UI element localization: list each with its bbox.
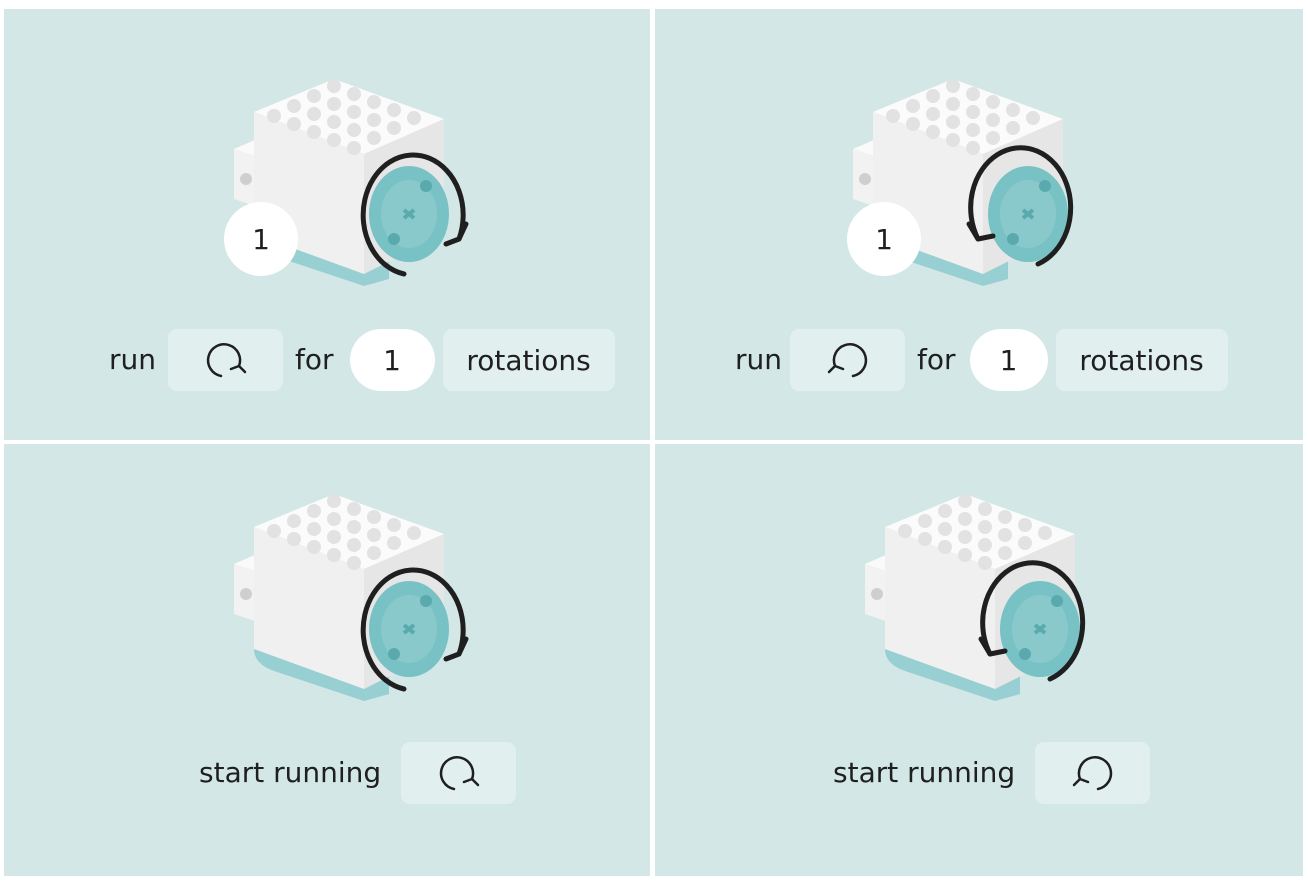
unit-selector[interactable]: rotations	[1055, 329, 1228, 391]
rotations-value: 1	[999, 343, 1018, 377]
rotations-value: 1	[383, 343, 401, 377]
direction-selector[interactable]	[168, 329, 284, 391]
for-label: for	[295, 343, 334, 376]
run-label: run	[735, 343, 783, 376]
counterclockwise-arrow-icon	[827, 343, 867, 378]
run-label: run	[109, 343, 157, 376]
block-run-for-rotations[interactable]: run for 1 rotations	[109, 329, 615, 391]
port-badge-label: 1	[252, 222, 270, 256]
panel-start-counterclockwise: start running	[655, 444, 1303, 876]
clockwise-arrow-icon	[360, 152, 466, 277]
block-run-for-rotations[interactable]: run for 1 rotations	[735, 329, 1228, 391]
port-badge: 1	[847, 202, 921, 276]
port-badge-label: 1	[875, 222, 893, 256]
rotations-input[interactable]: 1	[969, 329, 1048, 391]
counterclockwise-arrow-icon	[980, 560, 1086, 682]
direction-selector[interactable]	[401, 742, 517, 804]
counterclockwise-arrow-icon	[968, 145, 1074, 267]
port-badge: 1	[224, 202, 298, 276]
unit-label: rotations	[466, 343, 591, 377]
panel-run-counterclockwise: 1 run for 1 rotations	[655, 9, 1303, 440]
unit-label: rotations	[1079, 343, 1204, 377]
for-label: for	[917, 343, 956, 376]
unit-selector[interactable]: rotations	[442, 329, 615, 391]
motor-illustration	[863, 492, 1086, 703]
motor-illustration	[232, 492, 469, 703]
motor-illustration	[232, 77, 469, 288]
counterclockwise-arrow-icon	[1072, 756, 1112, 791]
start-running-label: start running	[199, 756, 382, 789]
direction-selector[interactable]	[790, 329, 906, 391]
start-running-label: start running	[833, 756, 1016, 789]
clockwise-arrow-icon	[439, 756, 479, 791]
clockwise-arrow-icon	[360, 567, 466, 692]
panel-start-clockwise: start running	[4, 444, 650, 876]
rotations-input[interactable]: 1	[349, 329, 435, 391]
panel-run-clockwise: 1 run for 1 rotations	[4, 9, 650, 440]
clockwise-arrow-icon	[206, 343, 246, 378]
block-start-running[interactable]: start running	[833, 742, 1151, 804]
block-start-running[interactable]: start running	[199, 742, 517, 804]
direction-selector[interactable]	[1035, 742, 1151, 804]
motor-illustration	[851, 77, 1074, 288]
